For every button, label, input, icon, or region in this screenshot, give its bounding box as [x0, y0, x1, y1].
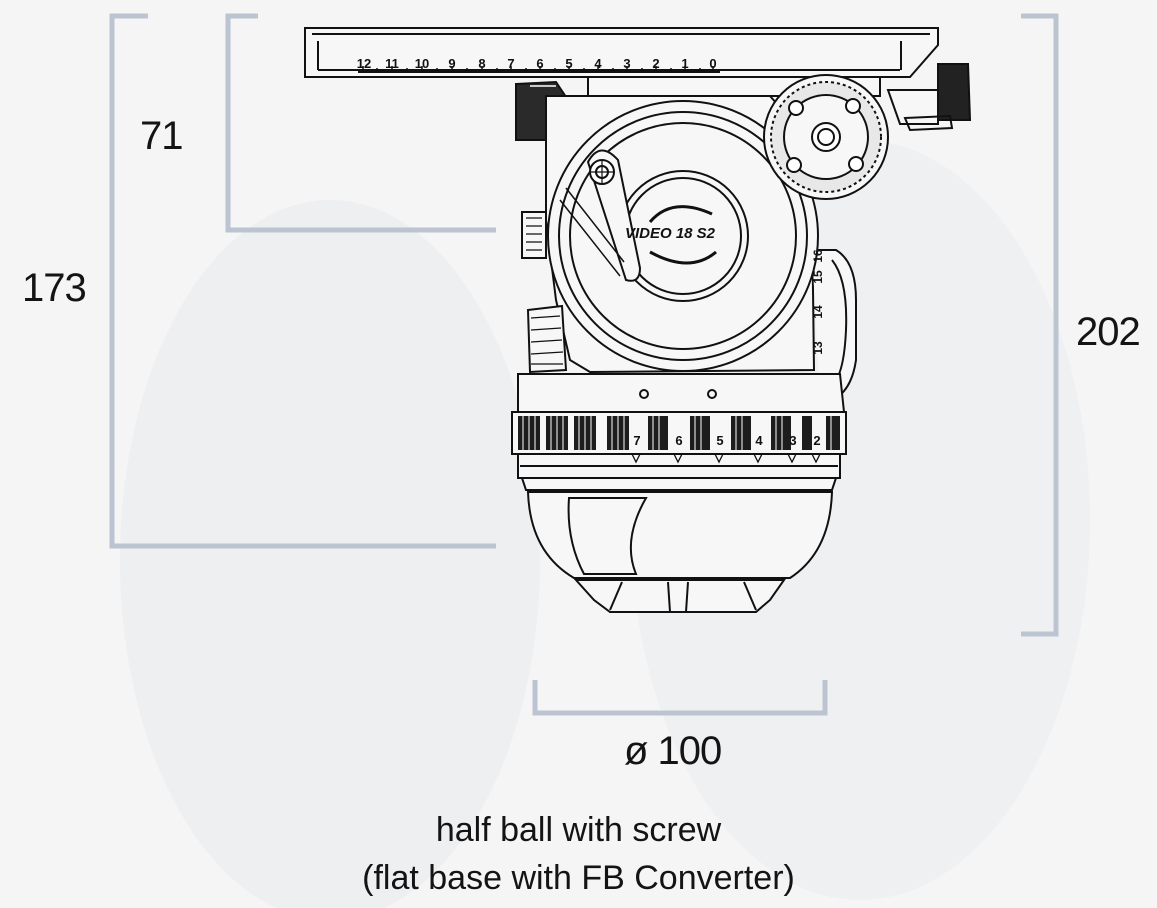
ring-number: 2: [813, 433, 820, 448]
plate-tick-label: 9: [448, 56, 455, 71]
ring-number: 5: [716, 433, 723, 448]
plate-tick-label: 12: [357, 56, 371, 71]
dimension-71: 71: [140, 114, 183, 158]
plate-tick-label: 10: [415, 56, 429, 71]
pan-drag-knob: [526, 304, 568, 374]
plate-tick-label: 4: [594, 56, 602, 71]
plate-scale-numbers: 12 11 10 9 8 7 6 5 4 3 2 1 0: [357, 56, 717, 71]
plate-tick-label: 5: [565, 56, 572, 71]
plate-lock-knob: [937, 63, 972, 121]
pan-ring-indicators: [630, 453, 822, 464]
half-ball: [526, 491, 834, 579]
base-screw: [573, 579, 786, 613]
dimension-diameter-100: ø 100: [624, 729, 722, 773]
plate-tick-label: 7: [507, 56, 514, 71]
pan-ring-numbers: 7 6 5 4 3 2: [633, 433, 820, 448]
collar: [517, 373, 846, 413]
plate-tick-label: 0: [709, 56, 716, 71]
plate-tick-label: 6: [536, 56, 543, 71]
side-number: 15: [811, 270, 825, 284]
ring-number: 3: [789, 433, 796, 448]
bracket-202: [1021, 13, 1059, 637]
plate-tick-label: 3: [623, 56, 630, 71]
ring-number: 7: [633, 433, 640, 448]
product-label: VIDEO 18 S2: [625, 225, 716, 242]
ring-number: 4: [755, 433, 763, 448]
fluid-head-drawing: [304, 27, 972, 613]
plate-scale-ticks: [362, 66, 714, 72]
plate-tick-label: 2: [652, 56, 659, 71]
plate-tick-label: 11: [385, 56, 399, 71]
side-dial: [521, 211, 547, 259]
plate-tick-label: 8: [478, 56, 485, 71]
camera-plate: [304, 27, 939, 78]
side-scale-numbers: 16 15 14 13: [811, 249, 825, 355]
dimension-173: 173: [22, 266, 87, 310]
bracket-71: [225, 13, 496, 233]
ring-number: 6: [675, 433, 682, 448]
side-number: 14: [811, 305, 825, 319]
plate-tick-label: 1: [681, 56, 688, 71]
dimension-202: 202: [1076, 310, 1141, 354]
caption-line-1: half ball with screw: [435, 811, 722, 849]
bracket-173: [109, 13, 496, 549]
side-number: 13: [811, 341, 825, 355]
side-number: 16: [811, 249, 825, 263]
bracket-100: [532, 680, 828, 716]
dimension-brackets: [109, 13, 1059, 716]
caption-line-2: (flat base with FB Converter): [362, 859, 795, 897]
